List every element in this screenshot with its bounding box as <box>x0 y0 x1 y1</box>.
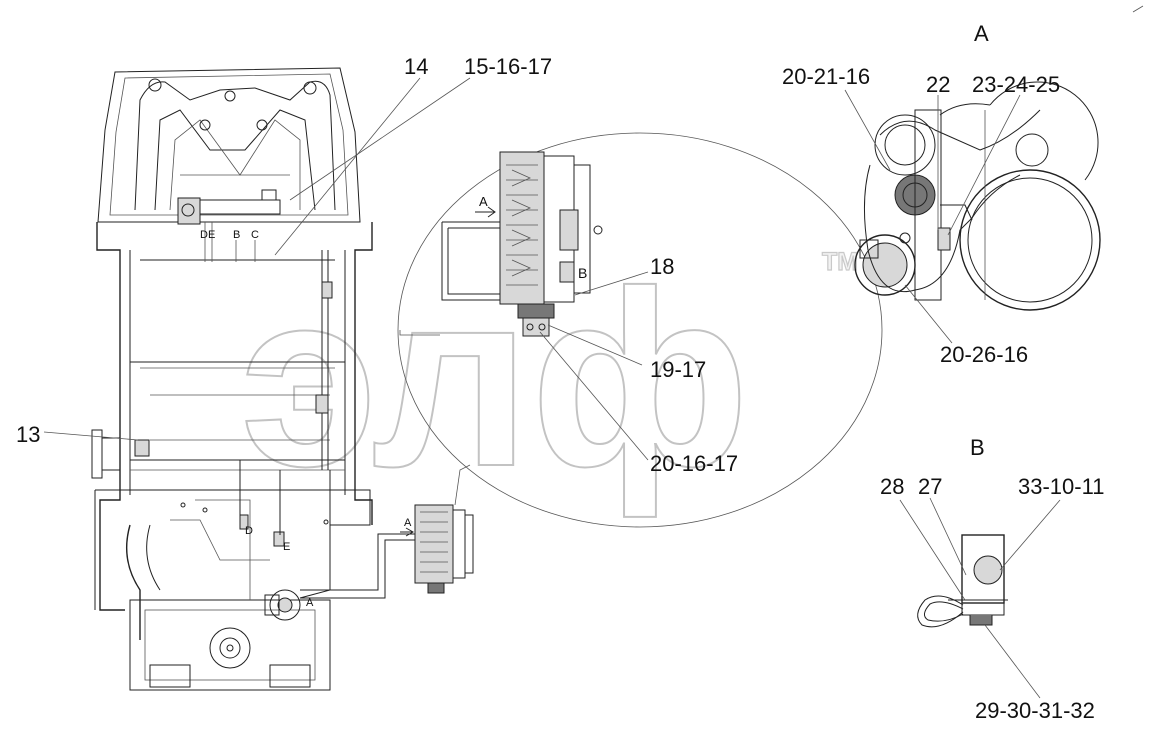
port-letter-e-lower: E <box>283 541 290 553</box>
callout-20-26-16: 20-26-16 <box>940 342 1028 367</box>
callout-19-17: 19-17 <box>650 357 706 382</box>
callout-33-10-11: 33-10-11 <box>1018 474 1104 499</box>
callout-20-21-16: 20-21-16 <box>782 64 870 89</box>
view-b-title: B <box>970 435 985 460</box>
port-letter-c: C <box>251 229 259 241</box>
callout-28: 28 <box>880 474 904 499</box>
port-letter-d: D <box>200 229 208 241</box>
engine-section: D E A <box>94 460 415 691</box>
callout-20-16-17: 20-16-17 <box>650 451 738 476</box>
machine-body <box>91 67 373 611</box>
port-letter-d-lower: D <box>245 525 253 537</box>
callout-15-16-17: 15-16-17 <box>464 54 552 79</box>
callout-18: 18 <box>650 254 674 279</box>
view-b-detail <box>917 534 1008 628</box>
large-cooler: A B <box>441 151 603 337</box>
callout-29-30-31-32: 29-30-31-32 <box>975 698 1095 723</box>
view-arrow-a-small: A <box>404 517 412 529</box>
watermark-tm: TM <box>822 248 858 276</box>
port-letter-e: E <box>208 229 215 241</box>
callout-23-24-25: 23-24-25 <box>972 72 1060 97</box>
view-mark-b: B <box>578 265 587 281</box>
callout-22: 22 <box>926 72 950 97</box>
callout-labels: A B 13 14 15-16-17 18 19-17 20-16-17 20-… <box>16 21 1104 723</box>
detail-circle <box>397 132 883 528</box>
engine-view-mark-a: A <box>306 597 314 609</box>
leader-lines <box>43 5 1144 699</box>
port-letter-b: B <box>233 229 240 241</box>
small-cooler: A <box>400 464 474 594</box>
port-letters: D E B C <box>200 229 259 241</box>
view-a-title: A <box>974 21 989 46</box>
callout-27: 27 <box>918 474 942 499</box>
callout-14: 14 <box>404 54 428 79</box>
view-a-drive <box>854 81 1101 311</box>
callout-13: 13 <box>16 422 40 447</box>
watermark: элф TM <box>239 238 859 519</box>
view-arrow-a: A <box>479 194 488 209</box>
